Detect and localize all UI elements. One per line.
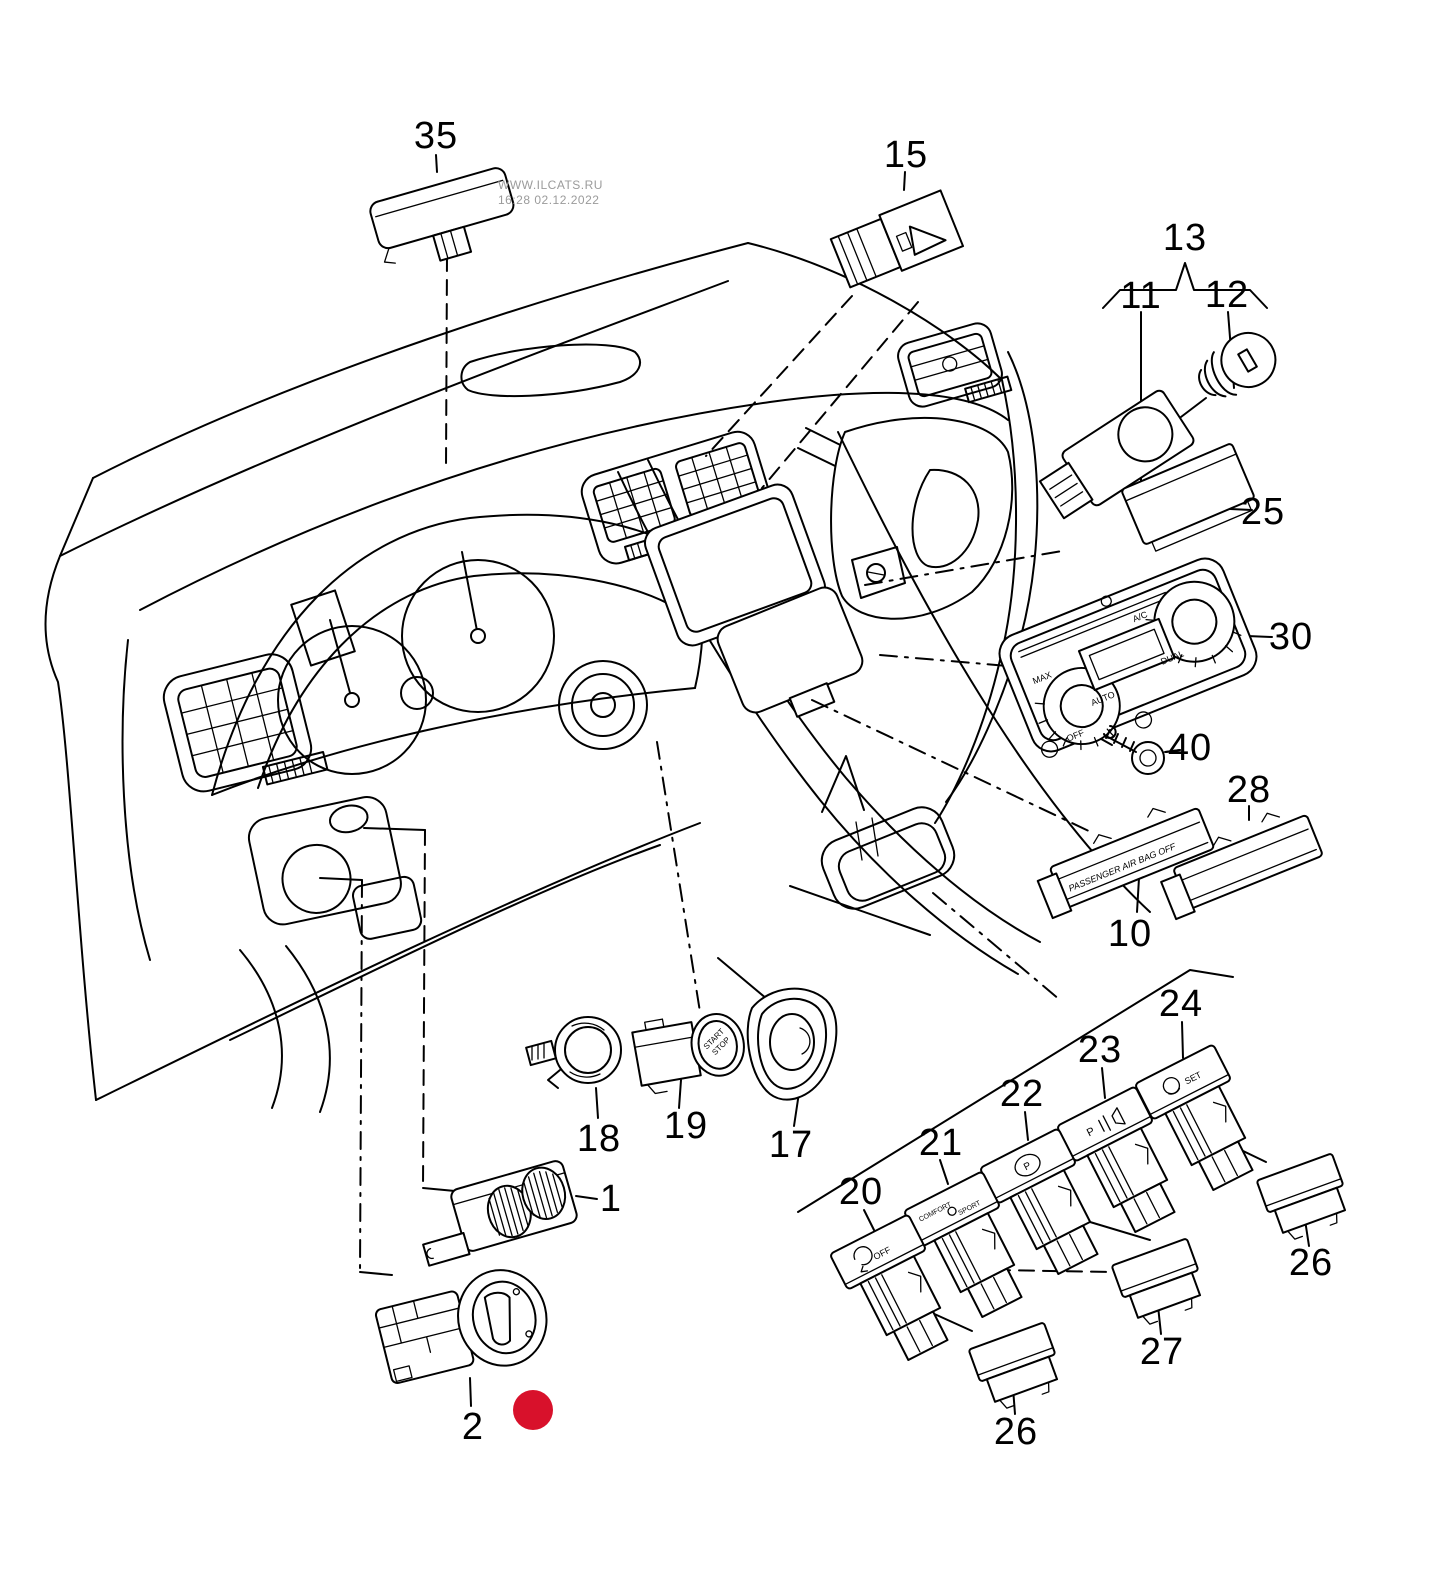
- round-side-vent: [558, 660, 648, 750]
- part-20-esp-off-switch: OFF: [828, 1213, 969, 1371]
- part-21-comfort-sport-switch: COMFORT SPORT: [902, 1170, 1043, 1328]
- part-28-indicator-blank: [1160, 812, 1323, 921]
- dashboard-outline: [44, 242, 1039, 1101]
- part-2-headlight-switch: [374, 1269, 548, 1385]
- watermark: WWW.ILCATS.RU 16:28 02.12.2022: [498, 178, 603, 208]
- part-17-ignition-bezel: [746, 987, 838, 1101]
- part-25-tray: [1121, 443, 1255, 552]
- callout-23[interactable]: 23: [1077, 1029, 1123, 1071]
- headlight-switch-panel: [247, 796, 423, 940]
- part-11-lighter-socket: [1038, 389, 1195, 520]
- callout-35[interactable]: 35: [413, 115, 459, 157]
- callout-40[interactable]: 40: [1167, 727, 1213, 769]
- callout-24[interactable]: 24: [1158, 983, 1204, 1025]
- part-18-retaining-ring: [525, 1016, 622, 1089]
- watermark-line1: WWW.ILCATS.RU: [498, 178, 603, 192]
- callout-10[interactable]: 10: [1107, 913, 1153, 955]
- part-40-screw: [1103, 725, 1181, 775]
- glovebox: [797, 416, 1014, 620]
- part-23-park-assist-switch: P: [1055, 1085, 1196, 1243]
- callout-28[interactable]: 28: [1226, 769, 1272, 811]
- driver-air-vent: [162, 653, 329, 793]
- part-19-start-stop-button: START STOP: [631, 1013, 745, 1095]
- part-22-parking-switch: P: [978, 1127, 1119, 1285]
- part-27-blind-cap: [1110, 1237, 1212, 1331]
- callout-22[interactable]: 22: [999, 1073, 1045, 1115]
- part-1-dimmer-switch: [422, 1160, 578, 1267]
- watermark-line2: 16:28 02.12.2022: [498, 193, 600, 207]
- callout-21[interactable]: 21: [918, 1122, 964, 1164]
- passenger-air-vent: [897, 322, 1013, 408]
- callout-27[interactable]: 27: [1139, 1331, 1185, 1373]
- callout-26-bottom[interactable]: 26: [993, 1411, 1039, 1453]
- callout-11[interactable]: 11: [1120, 275, 1162, 317]
- center-console: [617, 431, 1151, 1021]
- part-35-switch-blank: [369, 167, 515, 264]
- part-30-climate-control: MAX AUTO OFF A/C DUAL: [998, 557, 1258, 758]
- callout-15[interactable]: 15: [883, 134, 929, 176]
- callout-25[interactable]: 25: [1240, 491, 1286, 533]
- selected-part-highlight-dot: [513, 1390, 553, 1430]
- callout-12[interactable]: 12: [1204, 274, 1250, 316]
- callout-13[interactable]: 13: [1162, 217, 1208, 259]
- parking-label: P: [1022, 1160, 1033, 1173]
- callout-2[interactable]: 2: [461, 1406, 485, 1448]
- callout-17[interactable]: 17: [768, 1124, 814, 1166]
- part-12-lighter-element: [1198, 332, 1277, 398]
- callout-1[interactable]: 1: [599, 1178, 623, 1220]
- park-assist-label: P: [1085, 1125, 1097, 1139]
- part-26-blind-cap-bottom: [967, 1321, 1069, 1415]
- callout-20[interactable]: 20: [838, 1171, 884, 1213]
- steering-column: [239, 945, 331, 1113]
- callout-19[interactable]: 19: [663, 1105, 709, 1147]
- instrument-cluster: [211, 513, 704, 796]
- callout-30[interactable]: 30: [1268, 616, 1314, 658]
- callout-18[interactable]: 18: [576, 1118, 622, 1160]
- part-15-hazard-switch: [829, 189, 965, 289]
- callout-26-right[interactable]: 26: [1288, 1242, 1334, 1284]
- part-24-tpms-switch: SET: [1133, 1043, 1274, 1201]
